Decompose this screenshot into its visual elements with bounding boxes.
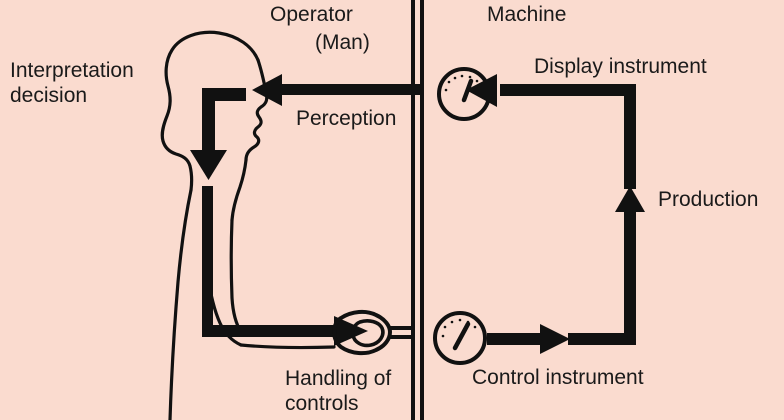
production-arrow [615,186,645,345]
handling-of-controls-arrow [202,316,368,346]
man-machine-boundary [411,0,424,420]
control-lever-knob[interactable] [331,309,414,356]
label-handling-of-controls: Handling of controls [285,367,392,415]
label-control-instrument: Control instrument [472,366,644,389]
display-feed-arrow [466,74,636,189]
label-machine: Machine [487,3,567,26]
label-production: Production [658,188,759,211]
label-operator-man: (Man) [315,31,370,54]
control-instrument-gauge[interactable] [433,311,487,365]
interpretation-decision-arrow [190,88,246,180]
operator-internal-connector [202,186,213,336]
control-to-production-arrow [487,324,636,354]
label-operator: Operator [270,3,353,26]
label-perception: Perception [296,107,397,130]
label-display-instrument: Display instrument [534,55,707,78]
label-interpretation-decision: Interpretation decision [10,59,134,107]
perception-arrow [252,74,424,106]
